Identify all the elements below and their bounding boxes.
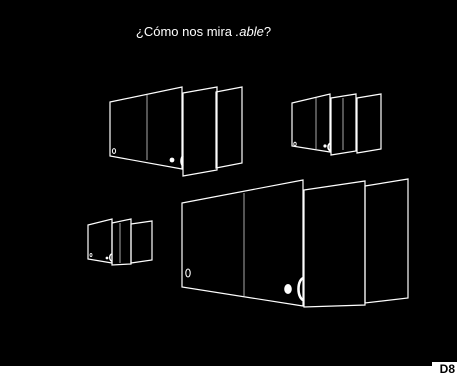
dot-mark — [170, 158, 175, 163]
frame-front — [110, 87, 182, 169]
presentation-slide: ¿Cómo nos mira .able? — [0, 0, 457, 366]
dot-mark — [323, 144, 326, 147]
slide-code-label: D8 — [432, 362, 457, 376]
frame-back — [365, 179, 408, 303]
small-oval-icon — [186, 269, 190, 277]
frame-middle — [304, 181, 365, 307]
small-oval-icon — [112, 149, 115, 154]
small-oval-icon — [90, 253, 92, 256]
frame-back — [131, 221, 152, 263]
frame-middle — [183, 87, 217, 176]
frame-back — [357, 94, 381, 153]
frame-back — [216, 87, 242, 168]
frame-middle — [112, 219, 131, 265]
small-oval-icon — [294, 142, 296, 146]
stacked-frames-illustration — [0, 0, 457, 366]
frame-stack-bottom-left — [88, 219, 152, 265]
dot-mark — [284, 284, 292, 294]
frame-stack-bottom-right — [182, 179, 408, 307]
frame-stack-top-right — [292, 94, 381, 155]
frame-stack-top-left — [110, 87, 242, 176]
frame-front — [292, 94, 330, 152]
dot-mark — [106, 257, 109, 260]
